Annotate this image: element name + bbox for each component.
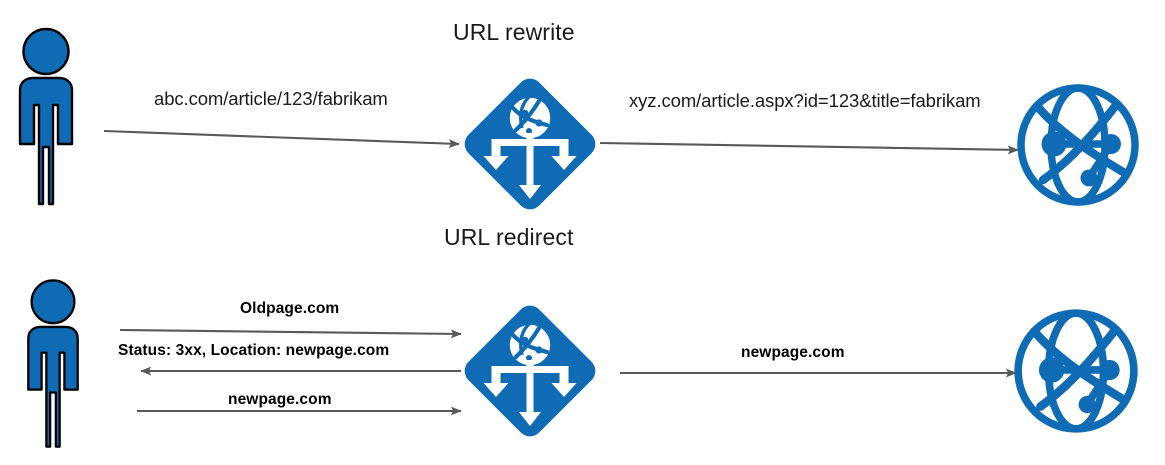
flow-label-redirect-oldpage: Oldpage.com (240, 300, 340, 317)
node-web-top[interactable] (1013, 80, 1143, 210)
flow-label-redirect-newpage-client: newpage.com (228, 391, 332, 408)
gateway-arrows (483, 360, 577, 426)
application-gateway-icon (464, 305, 596, 437)
globe-network-icon (1017, 84, 1139, 206)
section-title-url-rewrite: URL rewrite (453, 19, 575, 45)
person-icon (18, 27, 74, 206)
section-title-url-redirect: URL redirect (444, 224, 574, 250)
node-gateway-bottom[interactable] (459, 300, 601, 442)
arrow-rewrite-request-out (599, 141, 1019, 155)
flow-label-rewrite-request-in: abc.com/article/123/fabrikam (154, 88, 388, 109)
arrow-rewrite-request-in (103, 129, 460, 149)
node-client-top[interactable] (6, 27, 86, 207)
node-client-bottom[interactable] (15, 272, 91, 456)
globe-network-icon (1014, 309, 1138, 433)
application-gateway-icon (464, 78, 596, 210)
node-web-bottom[interactable] (1010, 305, 1142, 437)
flow-label-redirect-status: Status: 3xx, Location: newpage.com (118, 342, 390, 359)
flow-label-rewrite-request-out: xyz.com/article.aspx?id=123&title=fabrik… (629, 90, 981, 111)
person-icon (27, 279, 79, 448)
flow-label-redirect-newpage-backend: newpage.com (741, 344, 845, 361)
arrow-redirect-oldpage (119, 328, 462, 339)
gateway-arrows (483, 133, 577, 199)
node-gateway-top[interactable] (459, 73, 601, 215)
